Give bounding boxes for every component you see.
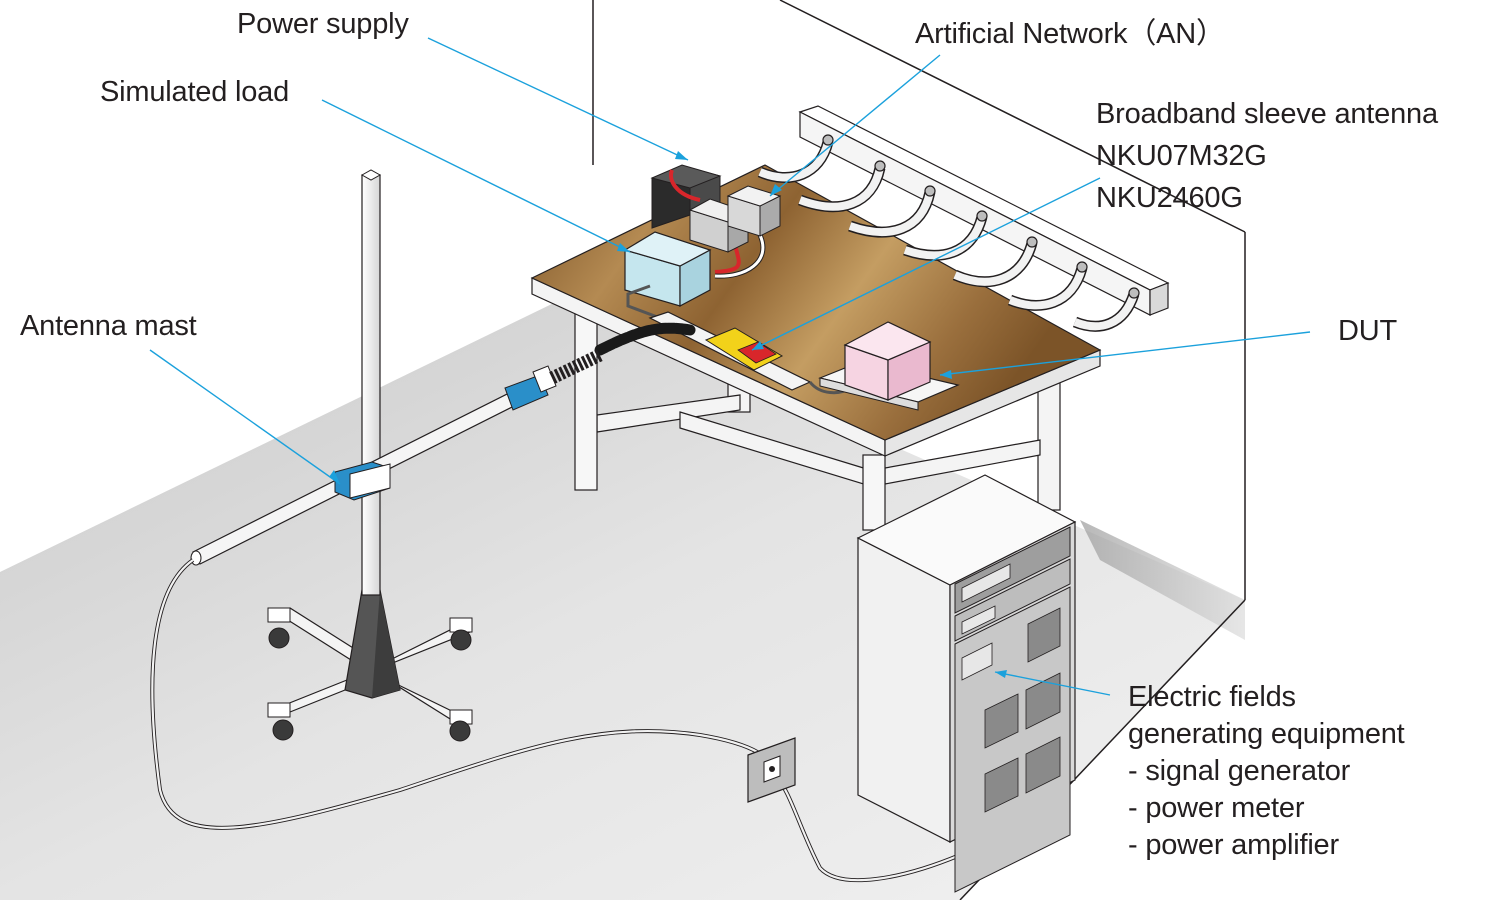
- label-equipment-item-power-amplifier: - power amplifier: [1128, 829, 1339, 861]
- mast-pyramid-shade: [372, 590, 400, 698]
- mast-clamp-white: [349, 463, 391, 499]
- power-supply: [650, 164, 766, 279]
- leader-lines: [149, 37, 1311, 696]
- cable-loop: [903, 215, 986, 260]
- mast-pole-cap: [360, 169, 382, 181]
- leader-arrowhead: [675, 151, 688, 160]
- label-equipment-item-signal-generator: - signal generator: [1128, 755, 1351, 787]
- load-top: [623, 231, 712, 267]
- label-antenna-name: Broadband sleeve antenna: [1096, 98, 1438, 130]
- leader-antenna-mast: [149, 349, 341, 485]
- rail-hook: [1026, 236, 1038, 248]
- caster-wheel: [268, 627, 290, 649]
- fan-grille: [1025, 736, 1061, 794]
- rail-hook: [924, 185, 936, 197]
- cable-loop: [848, 191, 934, 237]
- label-antenna-model-2: NKU2460G: [1096, 182, 1243, 214]
- label-equipment-title-2: generating equipment: [1128, 718, 1405, 750]
- table-leg: [862, 454, 886, 531]
- label-artificial-network: Artificial Network（AN）: [915, 18, 1225, 50]
- fan-grille: [984, 693, 1019, 749]
- leader-arrowhead: [617, 243, 630, 252]
- table-leg: [574, 299, 598, 491]
- load-cable: [626, 284, 661, 320]
- rail-end: [1149, 282, 1169, 316]
- leader-arrowhead: [329, 470, 340, 484]
- leader-arrowhead: [995, 670, 1007, 678]
- caster-block: [267, 702, 291, 718]
- label-equipment-item-power-meter: - power meter: [1128, 792, 1305, 824]
- leader-dut: [939, 331, 1311, 376]
- power-cable-red: [669, 169, 701, 202]
- cable-loop: [1073, 292, 1138, 331]
- rail-hook: [1128, 287, 1140, 299]
- rail-hook: [976, 210, 988, 222]
- leader-power-supply: [427, 37, 689, 161]
- leader-simulated-load: [321, 99, 631, 253]
- leader-arrowhead: [770, 184, 782, 196]
- label-equipment-title-1: Electric fields: [1128, 681, 1296, 713]
- dut-box-top: [843, 321, 932, 361]
- caster-wheel: [272, 719, 294, 741]
- label-simulated-load: Simulated load: [100, 76, 290, 108]
- broadband-sleeve-antenna: [594, 311, 851, 395]
- wall-top-line: [779, 0, 1246, 233]
- rack-side: [857, 537, 951, 843]
- power-cable-red: [714, 244, 741, 274]
- rack-display: [961, 563, 1011, 603]
- caster-wheel: [449, 720, 471, 742]
- boom-end-cap: [190, 550, 202, 566]
- caster-block: [267, 607, 291, 623]
- power-supply-top: [650, 164, 722, 189]
- label-dut: DUT: [1338, 315, 1398, 347]
- wall-shadow: [1080, 520, 1245, 640]
- an-unit-top: [726, 185, 782, 207]
- leader-antenna: [751, 177, 1101, 351]
- mast-pole: [361, 174, 381, 596]
- antenna-mast-assembly: [190, 169, 603, 742]
- leader-arrowhead: [752, 341, 764, 350]
- fan-grille: [1025, 672, 1061, 730]
- caster-wheel: [450, 629, 472, 651]
- cable-loop: [798, 166, 884, 211]
- rail-hook: [822, 134, 834, 146]
- cable-rail: [757, 105, 1170, 332]
- cable-loop: [1008, 266, 1086, 310]
- label-antenna-mast: Antenna mast: [20, 310, 197, 342]
- fan-grille: [984, 757, 1019, 813]
- label-power-supply: Power supply: [237, 8, 409, 40]
- rail-hook: [1076, 261, 1088, 273]
- test-table: [530, 164, 1102, 531]
- ferrite-cable: [594, 322, 696, 356]
- equipment-rack: [856, 474, 1077, 893]
- artificial-network: [688, 185, 782, 253]
- dut: [818, 321, 960, 411]
- wall-outlet-port: [769, 766, 775, 772]
- floor-cables: [150, 558, 1004, 883]
- fan-grille: [1027, 607, 1061, 663]
- simulated-load: [623, 231, 712, 320]
- boom-connector-spring: [549, 349, 603, 384]
- leader-equipment: [994, 671, 1111, 696]
- antenna-element-accent: [737, 341, 777, 364]
- cable-loop: [953, 241, 1036, 286]
- rack-control-panel: [961, 642, 993, 681]
- label-antenna-model-1: NKU07M32G: [1096, 140, 1267, 172]
- rack-display: [961, 605, 996, 635]
- rail-hook: [874, 160, 886, 172]
- power-cable-white: [714, 234, 765, 278]
- antenna-feed-cable: [151, 559, 776, 829]
- leader-artificial-network: [769, 54, 941, 197]
- leader-arrowhead: [940, 370, 952, 379]
